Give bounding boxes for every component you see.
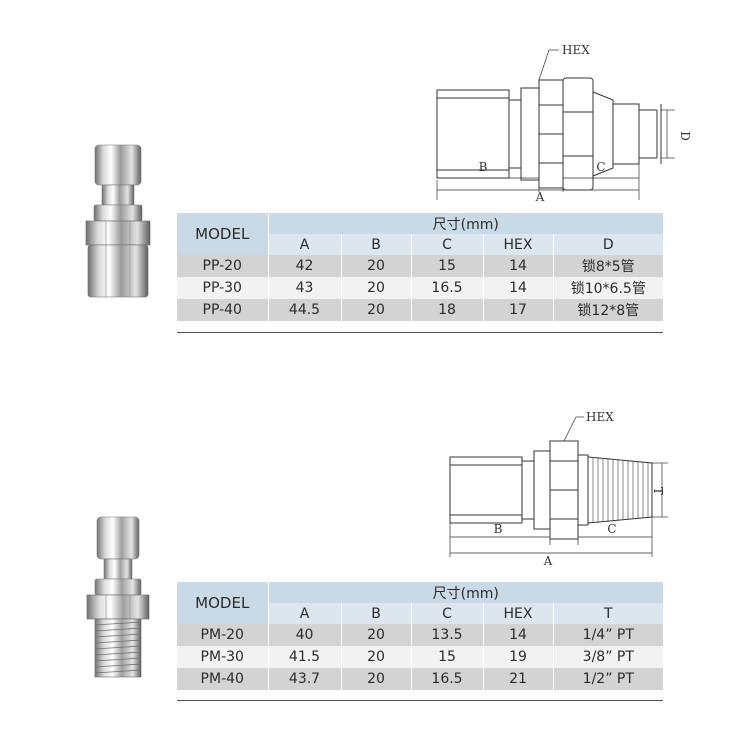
hex-label: HEX	[586, 410, 614, 424]
model-cell: PM-20	[177, 624, 269, 646]
pp-spec-table: MODEL 尺寸(mm) A B C HEX D PP-20 42 20 15 …	[177, 213, 664, 321]
d-cell: 锁8*5管	[553, 255, 664, 277]
b-cell: 20	[341, 646, 412, 668]
model-header: MODEL	[177, 582, 269, 624]
table-bottom-rule	[177, 332, 663, 333]
hex-cell: 19	[483, 646, 554, 668]
b-cell: 20	[341, 624, 412, 646]
a-cell: 43.7	[268, 668, 342, 690]
a-cell: 41.5	[268, 646, 342, 668]
hex-cell: 21	[483, 668, 554, 690]
c-cell: 16.5	[411, 668, 484, 690]
table-row: PM-30 41.5 20 15 19 3/8” PT	[177, 646, 664, 668]
a-cell: 40	[268, 624, 342, 646]
c-cell: 16.5	[411, 277, 484, 299]
dim-a-label: A	[543, 554, 553, 568]
table-row: PP-20 42 20 15 14 锁8*5管	[177, 255, 664, 277]
table-row: PP-40 44.5 20 18 17 锁12*8管	[177, 299, 664, 321]
model-cell: PP-30	[177, 277, 269, 299]
pm-spec-table: MODEL 尺寸(mm) A B C HEX T PM-20 40 20 13.…	[177, 582, 664, 690]
table-bottom-rule	[177, 700, 663, 701]
hex-cell: 14	[483, 255, 554, 277]
dim-b-label: B	[494, 522, 503, 536]
pp-plug-photo	[85, 144, 151, 298]
d-cell: 锁10*6.5管	[553, 277, 664, 299]
dimensions-header: 尺寸(mm)	[268, 213, 664, 234]
col-hex-header: HEX	[483, 234, 554, 255]
col-c-header: C	[411, 234, 484, 255]
col-b-header: B	[341, 234, 412, 255]
table-row: PP-30 43 20 16.5 14 锁10*6.5管	[177, 277, 664, 299]
c-cell: 18	[411, 299, 484, 321]
b-cell: 20	[341, 277, 412, 299]
c-cell: 13.5	[411, 624, 484, 646]
hex-cell: 14	[483, 277, 554, 299]
dim-b-label: B	[479, 160, 488, 174]
d-cell: 锁12*8管	[553, 299, 664, 321]
hex-cell: 14	[483, 624, 554, 646]
model-cell: PP-20	[177, 255, 269, 277]
c-cell: 15	[411, 255, 484, 277]
c-cell: 15	[411, 646, 484, 668]
col-a-header: A	[268, 234, 342, 255]
col-t-header: T	[553, 603, 664, 624]
b-cell: 20	[341, 255, 412, 277]
pm-plug-photo	[86, 516, 150, 678]
table-row: PM-40 43.7 20 16.5 21 1/2” PT	[177, 668, 664, 690]
dim-d-label: D	[678, 131, 690, 141]
table-row: PM-20 40 20 13.5 14 1/4” PT	[177, 624, 664, 646]
t-cell: 3/8” PT	[553, 646, 664, 668]
t-cell: 1/4” PT	[553, 624, 664, 646]
dim-c-label: C	[607, 522, 616, 536]
dim-a-label: A	[535, 190, 545, 204]
dimensions-header: 尺寸(mm)	[268, 582, 664, 603]
a-cell: 44.5	[268, 299, 342, 321]
a-cell: 42	[268, 255, 342, 277]
col-hex-header: HEX	[483, 603, 554, 624]
model-cell: PM-30	[177, 646, 269, 668]
b-cell: 20	[341, 668, 412, 690]
a-cell: 43	[268, 277, 342, 299]
col-b-header: B	[341, 603, 412, 624]
model-cell: PM-40	[177, 668, 269, 690]
model-cell: PP-40	[177, 299, 269, 321]
model-header: MODEL	[177, 213, 269, 255]
col-d-header: D	[553, 234, 664, 255]
col-c-header: C	[411, 603, 484, 624]
b-cell: 20	[341, 299, 412, 321]
hex-cell: 17	[483, 299, 554, 321]
hex-label: HEX	[562, 43, 590, 57]
pp-technical-drawing: HEX B A C D	[436, 43, 690, 204]
dim-c-label: C	[596, 160, 605, 174]
t-cell: 1/2” PT	[553, 668, 664, 690]
dim-t-label: T	[651, 487, 665, 495]
pm-technical-drawing: HEX B A C T	[449, 410, 668, 568]
col-a-header: A	[268, 603, 342, 624]
